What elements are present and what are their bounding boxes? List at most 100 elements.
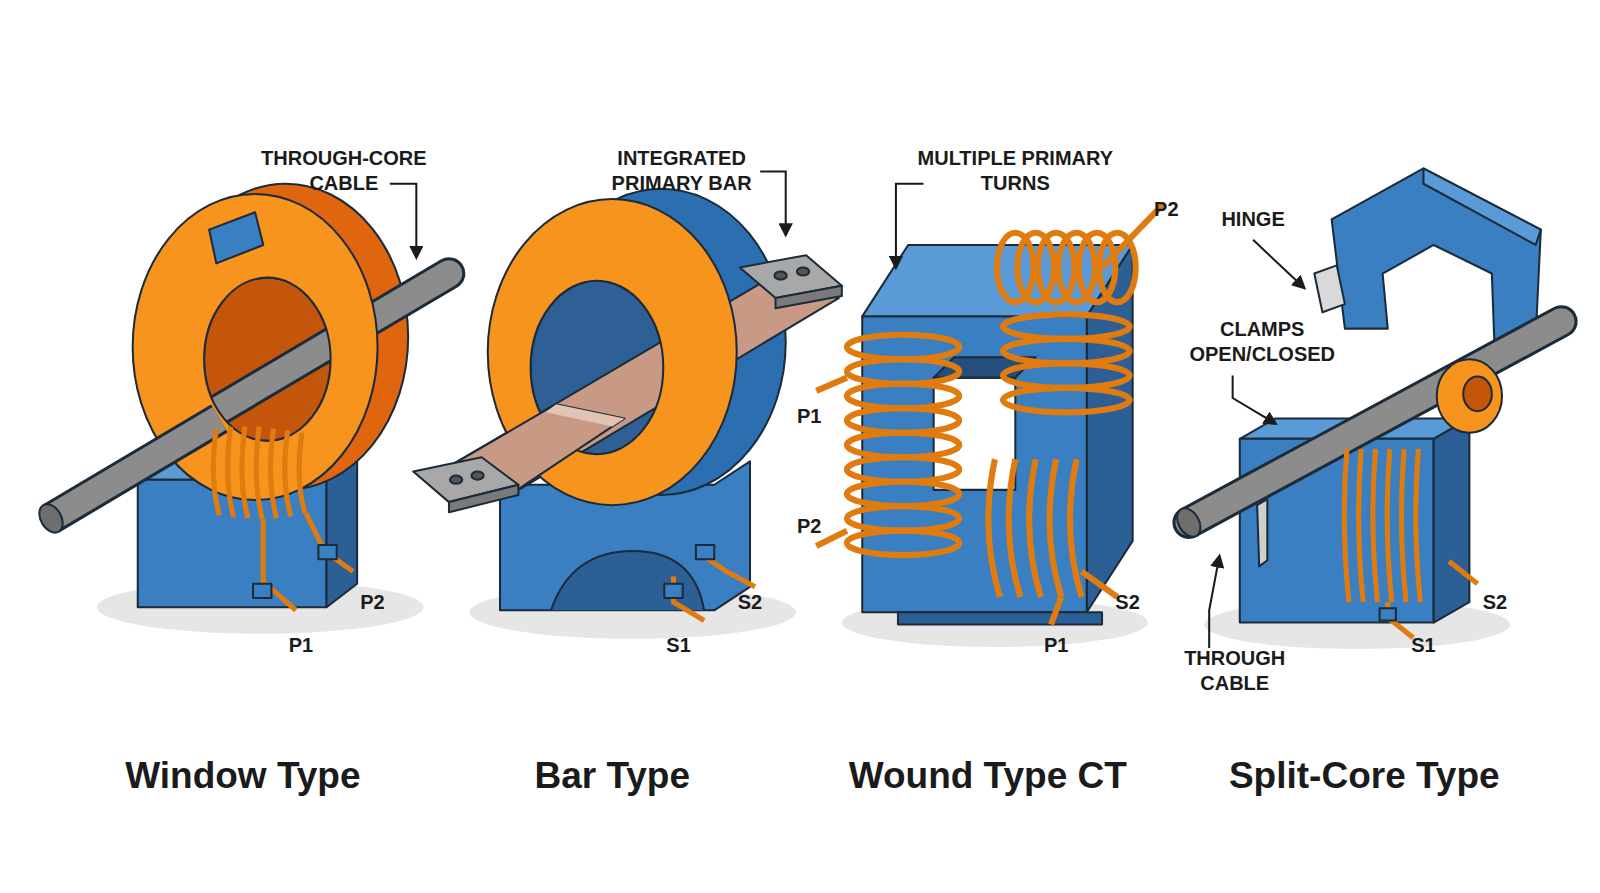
split-core-ct — [1380, 608, 1396, 620]
wound-type-ct — [816, 378, 847, 391]
wound-type-ct — [1009, 459, 1021, 597]
split-core-ct — [1257, 499, 1267, 566]
callout-label: THROUGH CABLE — [1168, 646, 1301, 696]
window-type-ct — [299, 433, 305, 514]
leader-lines — [1253, 240, 1304, 288]
split-core-ct — [1387, 449, 1392, 602]
split-core-ct — [1344, 449, 1349, 602]
split-core-ct — [1463, 377, 1492, 412]
window-type-ct — [35, 500, 68, 537]
callout-label: THROUGH-CORE CABLE — [247, 146, 441, 196]
type-caption: Wound Type CT — [849, 752, 1127, 798]
wound-type-ct — [988, 459, 1000, 597]
window-type-ct — [51, 418, 219, 518]
terminal-label: P1 — [797, 404, 821, 429]
wound-type-ct — [847, 457, 959, 481]
bar-type-ct — [776, 286, 842, 308]
wound-type-ct — [847, 433, 959, 457]
wound-type-ct — [847, 335, 959, 359]
leader-lines — [896, 184, 924, 268]
window-type-ct — [285, 431, 291, 517]
bar-type-ct — [427, 404, 625, 498]
type-caption: Split-Core Type — [1229, 752, 1500, 798]
wound-type-ct — [1003, 339, 1130, 363]
leader-lines — [390, 172, 1304, 649]
terminal-label: P2 — [797, 513, 821, 538]
window-type-ct — [35, 184, 449, 634]
wound-type-ct — [1003, 314, 1130, 338]
leader-lines — [390, 184, 417, 257]
wound-type-ct — [816, 204, 1163, 624]
window-type-ct — [242, 427, 248, 519]
wound-type-ct — [1070, 459, 1082, 597]
window-type-ct — [271, 429, 277, 519]
window-type-ct — [213, 429, 219, 516]
window-type-ct — [256, 427, 262, 519]
wound-type-ct — [847, 408, 959, 432]
terminal-label: P1 — [289, 632, 313, 657]
wound-type-ct — [898, 612, 1102, 624]
split-core-ct — [1416, 449, 1421, 602]
bar-type-ct — [774, 272, 786, 280]
wound-type-ct — [1029, 459, 1041, 597]
wound-type-ct — [816, 204, 1163, 647]
bar-type-ct — [471, 472, 483, 480]
wound-type-ct — [847, 359, 959, 383]
split-core-ct — [1332, 168, 1541, 357]
leader-lines — [1233, 376, 1276, 424]
split-core-ct — [1344, 449, 1477, 638]
split-core-ct — [1373, 449, 1378, 602]
split-core-ct — [1172, 504, 1205, 541]
bar-type-ct — [664, 584, 682, 598]
callout-label: CLAMPS OPEN/CLOSED — [1181, 317, 1344, 367]
split-core-ct — [1314, 265, 1345, 312]
split-core-ct — [1423, 168, 1540, 245]
callout-label: HINGE — [1221, 207, 1284, 232]
terminal-label: P2 — [1154, 197, 1178, 222]
wound-type-ct — [1082, 572, 1118, 598]
window-type-ct — [306, 513, 353, 571]
wound-type-ct — [1050, 459, 1062, 597]
terminal-label: S1 — [666, 632, 690, 657]
type-caption: Bar Type — [534, 752, 690, 798]
split-core-ct — [1359, 449, 1364, 602]
window-type-ct — [213, 427, 353, 611]
split-core-ct — [1172, 168, 1561, 649]
wound-type-ct — [1003, 363, 1130, 387]
wound-type-ct — [1051, 597, 1061, 625]
window-type-ct — [228, 427, 234, 518]
terminal-label: S1 — [1411, 632, 1435, 657]
bar-type-ct — [551, 551, 704, 610]
window-type-ct — [318, 545, 336, 559]
bar-type-ct — [449, 485, 518, 513]
window-type-ct — [253, 584, 271, 598]
window-type-ct — [209, 212, 263, 263]
split-core-ct — [1434, 418, 1470, 622]
bar-type-ct — [413, 189, 842, 639]
split-core-ct — [1437, 359, 1502, 432]
leader-lines — [760, 172, 786, 235]
bar-type-ct — [546, 404, 625, 426]
split-core-ct — [1401, 449, 1406, 602]
wound-type-ct — [847, 506, 959, 530]
split-core-ct — [1449, 561, 1478, 583]
terminal-label: P2 — [360, 590, 384, 615]
terminal-label: S2 — [1483, 590, 1507, 615]
wound-type-ct — [1003, 388, 1130, 412]
callout-label: INTEGRATED PRIMARY BAR — [585, 146, 779, 196]
callout-label: MULTIPLE PRIMARY TURNS — [903, 146, 1127, 196]
bar-type-ct — [797, 267, 809, 275]
window-type-ct — [51, 418, 219, 518]
wound-type-ct — [847, 531, 959, 555]
terminal-label: S2 — [1115, 590, 1139, 615]
wound-type-ct — [847, 384, 959, 408]
wound-type-ct — [847, 482, 959, 506]
terminal-label: S2 — [738, 590, 762, 615]
bar-type-ct — [696, 545, 714, 559]
terminal-label: P1 — [1044, 632, 1068, 657]
leader-lines — [1209, 556, 1219, 648]
bar-type-ct — [704, 556, 755, 587]
bar-type-ct — [450, 476, 462, 484]
type-caption: Window Type — [125, 752, 360, 798]
